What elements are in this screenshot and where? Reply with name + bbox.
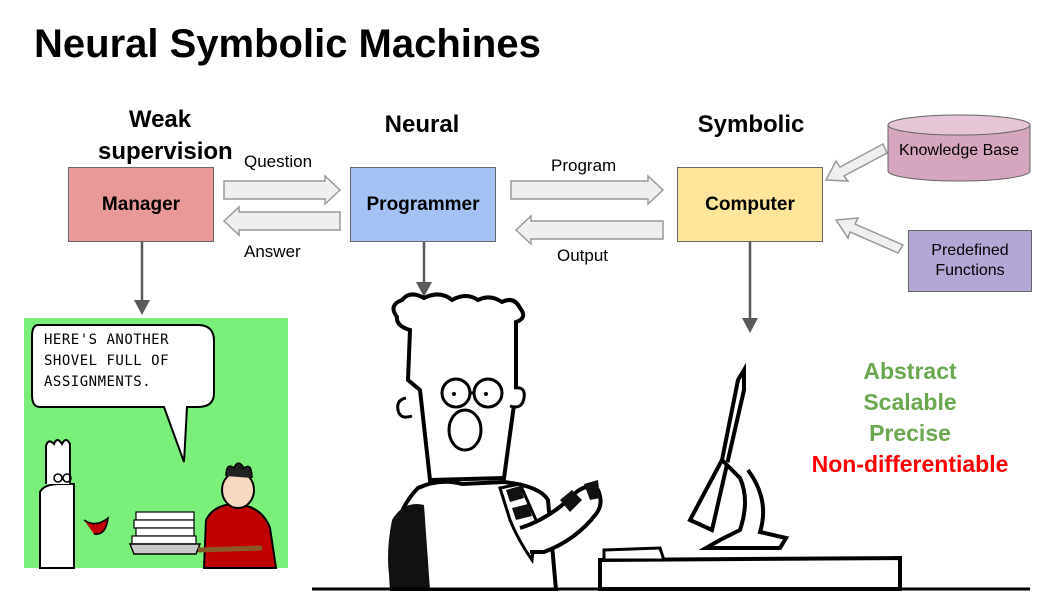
kb-arrow (824, 142, 888, 182)
programmer-label: Programmer (366, 193, 480, 215)
manager-down-arrow (134, 242, 150, 315)
edge-label-question: Question (244, 152, 313, 171)
knowledge-base-label: Knowledge Base (898, 142, 1020, 159)
dilbert-small-figure (39, 439, 109, 569)
answer-arrow (222, 205, 341, 237)
property-precise: Precise (869, 420, 951, 446)
question-arrow (223, 174, 342, 206)
predefined-functions-label: Predefined Functions (931, 242, 1009, 279)
header-symbolic: Symbolic (697, 111, 805, 138)
edge-label-program: Program (551, 156, 617, 175)
property-abstract: Abstract (863, 358, 957, 384)
edge-label-output: Output (557, 246, 609, 265)
computer-cartoon (598, 362, 902, 591)
boss-small-figure (202, 462, 278, 569)
header-neural: Neural (384, 111, 460, 138)
header-weak-supervision: Weak supervision (98, 106, 233, 165)
computer-label: Computer (705, 193, 795, 215)
dilbert-large-figure (312, 292, 1030, 591)
comic-panel (24, 318, 288, 569)
manager-node: Manager (68, 167, 214, 242)
predefined-functions-node: Predefined Functions (908, 230, 1032, 292)
manager-label: Manager (101, 193, 181, 215)
property-non-differentiable: Non-differentiable (811, 451, 1009, 477)
property-scalable: Scalable (863, 389, 957, 415)
papers-stack (128, 511, 263, 555)
page-title: Neural Symbolic Machines (34, 22, 541, 66)
knowledge-base-node: Knowledge Base (888, 130, 1030, 172)
output-arrow (514, 214, 664, 246)
edge-label-answer: Answer (244, 242, 301, 261)
computer-down-arrow (742, 242, 758, 333)
program-arrow (510, 174, 665, 206)
programmer-down-arrow (416, 242, 432, 297)
functions-arrow (834, 217, 905, 254)
computer-node: Computer (677, 167, 823, 242)
comic-speech-text: HERE'S ANOTHER SHOVEL FULL OF ASSIGNMENT… (44, 332, 170, 390)
properties-list: Abstract Scalable Precise Non-differenti… (790, 356, 1030, 480)
knowledge-base-cylinder (887, 114, 1031, 182)
programmer-node: Programmer (350, 167, 496, 242)
